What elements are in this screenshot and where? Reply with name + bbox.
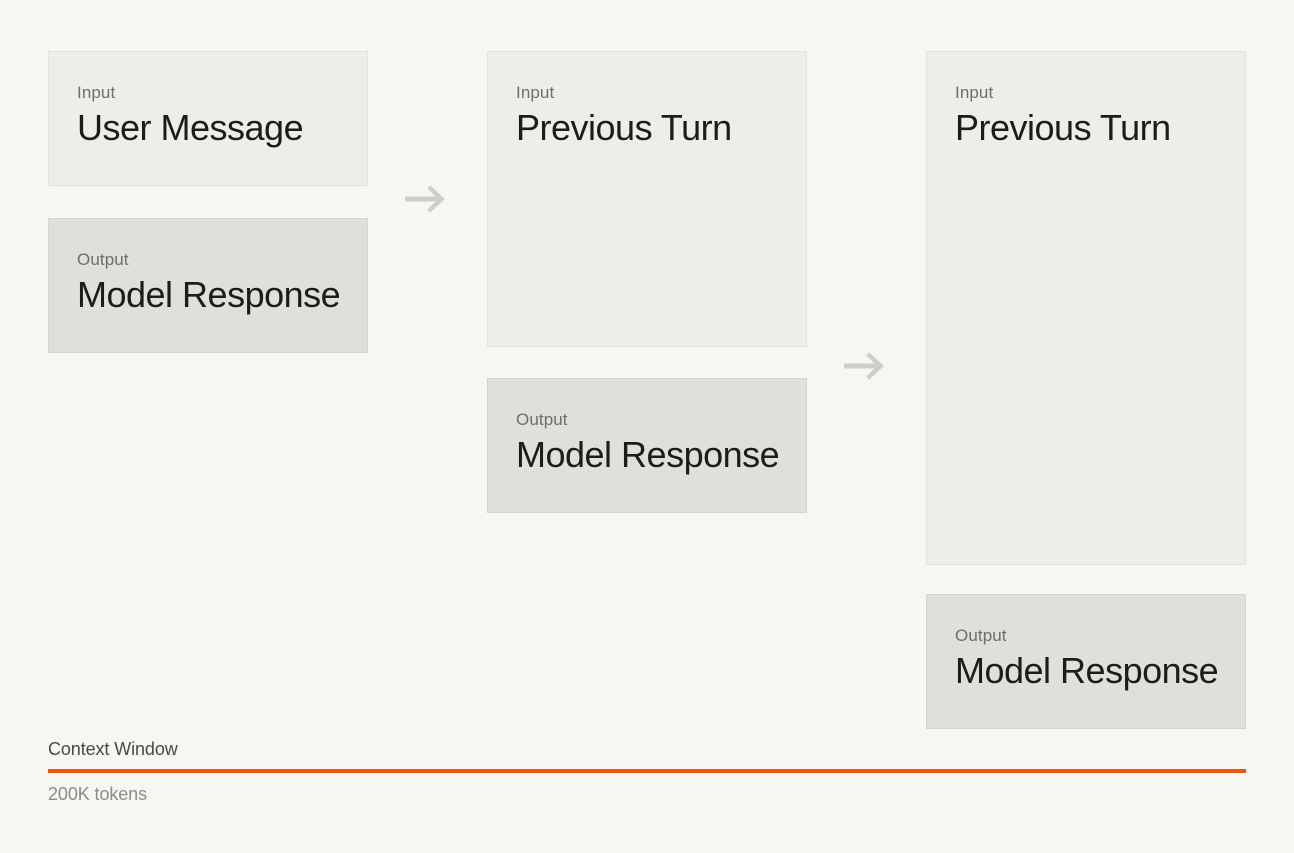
context-window-capacity: 200K tokens bbox=[48, 784, 147, 804]
turn-1-input-title: User Message bbox=[77, 107, 304, 148]
turn-2-input-title: Previous Turn bbox=[516, 107, 732, 148]
turn-2-output-title: Model Response bbox=[516, 434, 780, 475]
turn-2-input-block: Input Previous Turn bbox=[487, 51, 807, 347]
turn-3-output-label: Output bbox=[955, 626, 1007, 645]
context-window-rule bbox=[48, 769, 1246, 773]
turn-2-input-label: Input bbox=[516, 83, 555, 102]
turn-2-output-block: Output Model Response bbox=[487, 378, 807, 513]
turn-3-input-block: Input Previous Turn bbox=[926, 51, 1246, 565]
turn-1-output-label: Output bbox=[77, 250, 129, 269]
turn-1-output-title: Model Response bbox=[77, 274, 341, 315]
arrow-right-icon bbox=[405, 185, 449, 213]
turn-1-output-block: Output Model Response bbox=[48, 218, 368, 353]
context-window-legend: Context Window 200K tokens bbox=[48, 737, 1246, 806]
turn-3-output-title: Model Response bbox=[955, 650, 1219, 691]
turn-1-input-label: Input bbox=[77, 83, 116, 102]
turn-3-output-block: Output Model Response bbox=[926, 594, 1246, 729]
turn-3-input-label: Input bbox=[955, 83, 994, 102]
turn-3-input-title: Previous Turn bbox=[955, 107, 1171, 148]
turn-2-output-label: Output bbox=[516, 410, 568, 429]
arrow-right-icon bbox=[844, 352, 888, 380]
turn-1-input-block: Input User Message bbox=[48, 51, 368, 186]
context-window-title: Context Window bbox=[48, 739, 178, 759]
